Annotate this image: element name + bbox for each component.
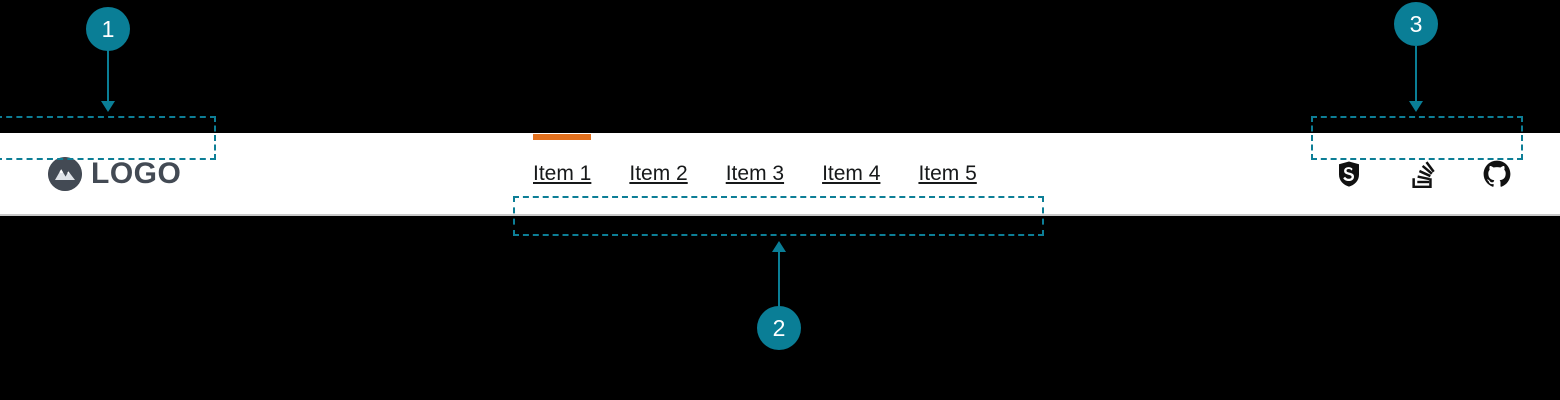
brand-label: LOGO [91, 156, 182, 190]
annotation-arrow-3 [1409, 101, 1423, 112]
annotation-leader-3 [1415, 46, 1417, 103]
primary-nav: Item 1 Item 2 Item 3 Item 4 Item 5 [533, 133, 977, 214]
social-links [1334, 159, 1512, 189]
nav-item-3[interactable]: Item 3 [725, 161, 785, 185]
stack-overflow-icon[interactable] [1408, 159, 1438, 189]
annotation-marker-1: 1 [86, 7, 130, 51]
annotation-marker-3: 3 [1394, 2, 1438, 46]
github-icon[interactable] [1482, 159, 1512, 189]
annotation-arrow-1 [101, 101, 115, 112]
nav-item-5[interactable]: Item 5 [918, 161, 977, 185]
brand-logo[interactable]: LOGO [48, 156, 182, 191]
nav-item-4[interactable]: Item 4 [822, 161, 881, 185]
annotation-marker-2: 2 [757, 306, 801, 350]
sitepoint-s-icon[interactable] [1334, 159, 1364, 189]
nav-item-2[interactable]: Item 2 [629, 161, 688, 185]
annotation-leader-1 [107, 46, 109, 103]
nav-item-1[interactable]: Item 1 [533, 133, 592, 214]
annotation-arrow-2 [772, 241, 786, 252]
annotation-leader-2 [778, 252, 780, 308]
mountain-circle-icon [48, 156, 82, 191]
navbar: LOGO Item 1 Item 2 Item 3 Item 4 Item 5 [0, 133, 1560, 216]
